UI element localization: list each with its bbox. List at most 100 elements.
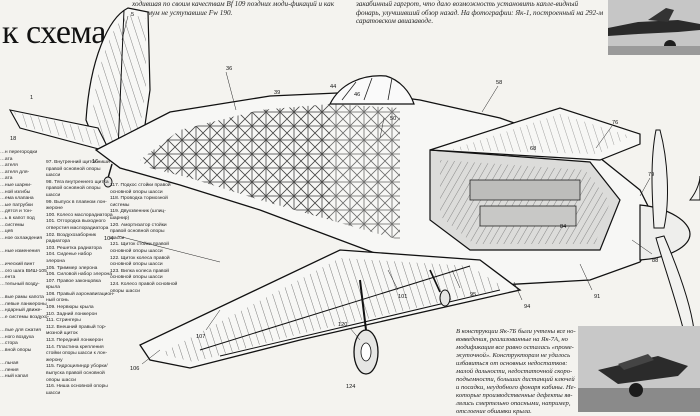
legend-line: …ного воздуха [0, 334, 34, 340]
caption-bottom-right: В конструкции Як-7Б были учтены все но-в… [456, 328, 576, 415]
callout-tail-16: 16 [92, 159, 98, 165]
legend-line: 110. Задний лонжерон [46, 311, 98, 317]
callout-wing-104: 104 [104, 236, 113, 242]
legend-line: …вые рамы капота [0, 295, 44, 301]
legend-line: шасси [46, 173, 61, 179]
legend-line: …н перегородки [0, 150, 38, 155]
legend-line: …ные шарни- [0, 182, 32, 188]
engine [429, 149, 621, 251]
tail-wheel [103, 163, 113, 188]
legend-line: 118. Проводка тормозной [110, 196, 168, 202]
legend-line: выпуска правой основной [46, 371, 105, 376]
vertical-tail [85, 7, 151, 161]
legend-line: 117. Подкос стойки правой [110, 183, 171, 188]
legend-line: опоры шасси [110, 288, 140, 294]
callout-tail-1: 1 [30, 95, 33, 101]
legend-line: …дятся и тон- [0, 209, 33, 215]
legend-line [0, 354, 46, 361]
legend-line: основной опоры шасси [110, 275, 163, 281]
callout-engine-76: 76 [612, 120, 618, 126]
callout-tail-18: 18 [10, 136, 16, 142]
legend-line: 112. Внешний правый тор- [46, 324, 107, 330]
legend-line: …ной изгибы [0, 189, 31, 195]
callout-engine-79: 79 [648, 172, 654, 178]
callout-wing-124: 124 [346, 384, 355, 390]
legend-line: мозной щиток [46, 331, 78, 337]
caption-top-right: закабинный гаргрот, что дало возможность… [356, 0, 604, 26]
legend-line: 97. Внутренний щиток ниши [46, 160, 110, 165]
legend-column-left: …н перегородки…ата…ателя…ателя для-…ата…… [0, 150, 49, 381]
legend-line: правой основной опоры [46, 166, 101, 172]
legend-line [0, 242, 46, 249]
legend-line: 111. Стрингеры [46, 318, 81, 324]
legend-line [0, 288, 46, 295]
legend-line: 115. Гидроцилиндр уборки/ [46, 364, 108, 370]
legend-line: отверстия маслорадиатора [46, 225, 109, 231]
callout-fuselage-44: 44 [330, 84, 336, 90]
callout-fuselage-58: 58 [496, 80, 502, 86]
legend-line: …ого шага ВИШ-105 [0, 268, 47, 274]
legend-line: шасси [46, 192, 61, 198]
legend-line: правой основной опоры [46, 186, 101, 192]
callout-wing-107: 107 [196, 334, 205, 340]
photo-bottom-illustration [578, 326, 700, 412]
legend-line: 99. Выпуск в плавном лон- [46, 199, 107, 205]
legend-line: 123. Вилка колеса правой [110, 268, 170, 274]
legend-line: …системы [0, 222, 25, 228]
landing-gear [353, 269, 451, 375]
legend-line: …ь в капот под [0, 215, 35, 221]
legend-line: шасси [46, 390, 61, 396]
legend-line: …ное охлаждения [0, 235, 43, 241]
callout-engine-68: 68 [530, 146, 536, 152]
callout-engine-84: 84 [560, 224, 566, 230]
legend-line: …ный капал [0, 374, 29, 380]
legend-line: жероне [46, 206, 63, 212]
legend-line: основной опоры шасси [110, 262, 163, 268]
legend-line: 101. Отгородка выходного [46, 219, 106, 225]
callout-tail-5: 5 [131, 12, 134, 18]
legend-line: 105. Триммер элерона [46, 265, 98, 271]
legend-line: …левые ланжероны [0, 301, 47, 307]
legend-line: основной опоры шасси [110, 248, 163, 254]
legend-line: ный огонь [46, 298, 69, 304]
legend-line: 113. Передний лонжерон [46, 338, 103, 344]
legend-line: …вной опоры [0, 347, 32, 353]
legend-line: 103. Решетка радиатора [46, 245, 102, 251]
legend-line: 107. Правое законцовка [46, 278, 101, 284]
legend-line: …ндарный движе- [0, 308, 42, 314]
callout-engine-95: 95 [470, 292, 476, 298]
propeller [639, 129, 700, 333]
legend-line: 120. Амортизатор стойки [110, 222, 167, 228]
legend-line: …ления [0, 367, 19, 373]
legend-line: …ые патрубки [0, 202, 33, 208]
legend-line: радиатора [46, 239, 70, 245]
legend-line: 109. Нервюры крыла [46, 305, 94, 311]
legend-line: крыла [46, 285, 60, 291]
legend-line: …пые для сжатия [0, 328, 41, 334]
callout-fuselage-36: 36 [226, 66, 232, 72]
legend-line: …ента [0, 275, 16, 281]
legend-line: …льная [0, 361, 19, 366]
photo-top-right [608, 0, 700, 55]
callout-wing-106: 106 [130, 366, 139, 372]
callout-wing-101: 101 [398, 294, 407, 300]
legend-line: 98. Тяга внутреннего щитка [46, 179, 109, 185]
legend-line: 104. Сиденье набор [46, 252, 92, 258]
legend-line: основной опоры шасси [110, 189, 163, 195]
legend-line: элерона [46, 258, 65, 264]
callout-engine-91: 91 [594, 294, 600, 300]
legend-line: …ные изменения [0, 248, 40, 254]
caption-top-left: ходившая по своим качествам Bf 109 поздн… [132, 0, 335, 17]
legend-line: …ателя для- [0, 169, 30, 175]
callout-fuselage-39: 39 [274, 90, 280, 96]
callout-engine-88: 88 [652, 258, 658, 264]
left-wing [429, 107, 641, 161]
legend-line: …ата [0, 156, 13, 162]
callout-wing-120: 120 [338, 322, 347, 328]
legend-line: 121. Щиток стойки правой [110, 242, 169, 248]
legend-line: 124. Колесо правой основной [110, 281, 178, 287]
legend-line: системы [110, 202, 130, 208]
photo-top-illustration [608, 0, 700, 55]
legend-line: жерону [46, 357, 63, 363]
